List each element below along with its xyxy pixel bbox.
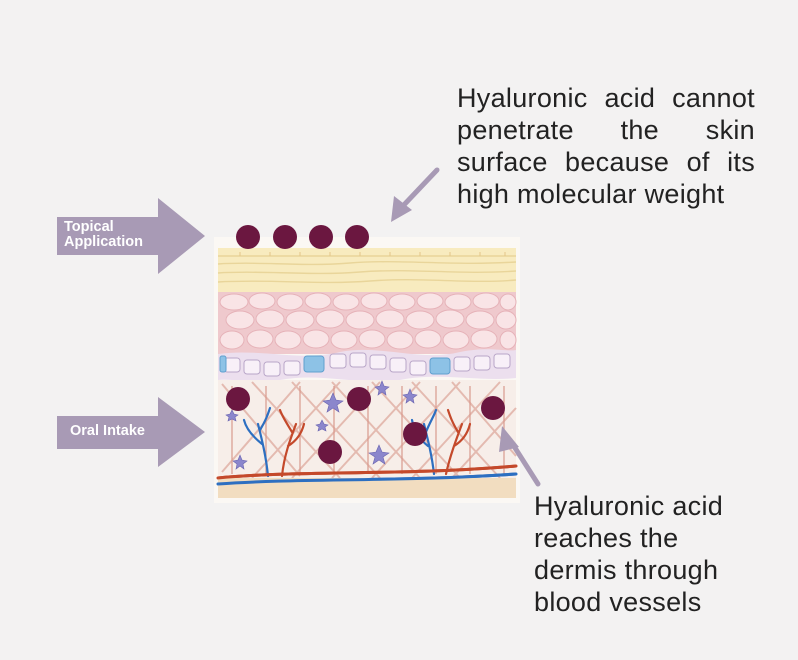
molecule-dot (226, 387, 250, 411)
topical-label-line: Application (64, 234, 143, 250)
top-note-line: penetrate the skin (457, 115, 755, 145)
bottom-note-line: Hyaluronic acid (534, 491, 724, 521)
oral-intake-label: Oral Intake (70, 423, 145, 439)
top-note-line: surface because of its (457, 147, 755, 177)
topical-application-label: Topical Application (64, 220, 174, 250)
bottom-callout-arrow (499, 426, 541, 487)
molecule-dot (309, 225, 333, 249)
bottom-note-line: dermis through (534, 555, 719, 585)
molecule-dot (481, 396, 505, 420)
molecule-dot (273, 225, 297, 249)
bottom-note-line: reaches the (534, 523, 679, 553)
dermis-molecules (226, 387, 505, 464)
molecule-dot (318, 440, 342, 464)
skin-cross-section (214, 237, 520, 503)
bottom-note-line: blood vessels (534, 587, 702, 617)
oral-arrow (57, 397, 205, 467)
top-note: Hyaluronic acid cannot penetrate the ski… (457, 82, 755, 210)
bottom-note: Hyaluronic acid reaches the dermis throu… (534, 490, 764, 618)
top-note-line: Hyaluronic acid cannot (457, 83, 755, 113)
topical-arrow (57, 198, 205, 274)
topical-label-line: Topical (64, 219, 114, 235)
molecule-dot (403, 422, 427, 446)
top-note-line: high molecular weight (457, 179, 725, 209)
molecule-dot (236, 225, 260, 249)
molecule-dot (345, 225, 369, 249)
stratum-corneum-layer (218, 248, 516, 292)
hypodermis-layer (218, 478, 516, 498)
top-callout-arrow (391, 167, 440, 222)
surface-molecules (236, 225, 369, 249)
molecule-dot (347, 387, 371, 411)
basal-layer (218, 349, 516, 382)
